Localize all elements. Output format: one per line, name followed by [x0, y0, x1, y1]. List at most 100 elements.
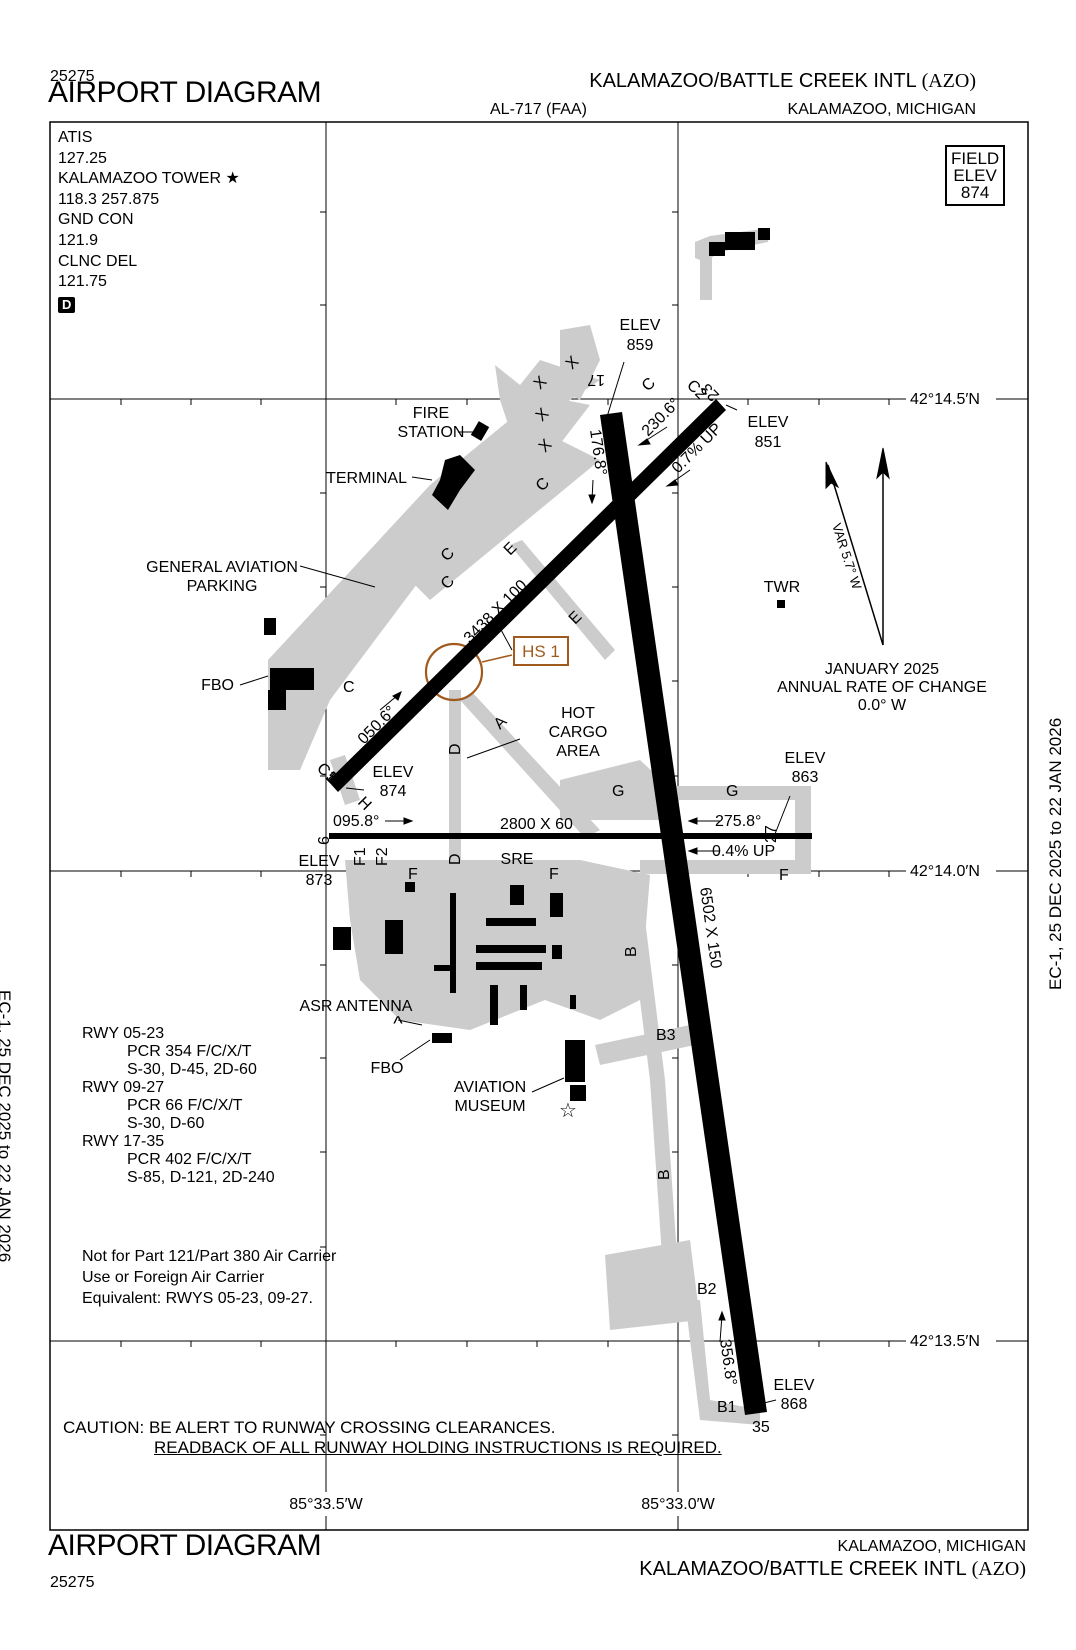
gnd-freq: 121.9	[58, 231, 99, 249]
hdg-230: 230.6°	[639, 395, 684, 440]
twy-g-1: G	[612, 783, 624, 800]
twy-d-1: D	[447, 743, 464, 755]
elev-873-label: ELEV	[299, 853, 340, 870]
pcn-rwy-1: RWY 05-23	[82, 1025, 165, 1042]
pcn-rwy-3-weights: S-85, D-121, 2D-240	[127, 1169, 275, 1186]
pcn-rwy-2-weights: S-30, D-60	[127, 1115, 205, 1132]
air-carrier-note: Not for Part 121/Part 380 Air Carrier Us…	[82, 1246, 336, 1309]
note-line-3: Equivalent: RWYS 05-23, 09-27.	[82, 1290, 313, 1307]
elev-859-label: ELEV	[620, 317, 661, 334]
leader-lines	[239, 361, 791, 1405]
field-elev-line2: ELEV	[953, 166, 997, 185]
variation-rate-line: ANNUAL RATE OF CHANGE	[777, 679, 987, 696]
hot-spot-label: HS 1	[522, 642, 560, 661]
twy-f1: F1	[352, 847, 369, 866]
caution-line-2: READBACK OF ALL RUNWAY HOLDING INSTRUCTI…	[154, 1438, 722, 1457]
variation-date: JANUARY 2025	[825, 661, 939, 678]
variation-rate-value: 0.0° W	[858, 697, 907, 714]
airport-id-bottom: (AZO)	[971, 1558, 1026, 1580]
hot-cargo-label-1: HOT	[561, 705, 595, 722]
fire-station-label-2: STATION	[398, 424, 465, 441]
cargo-building-1	[709, 242, 725, 256]
twr-label: TWR	[764, 579, 800, 596]
fbo-2-building	[432, 1033, 452, 1043]
taxiway-c-strip	[410, 430, 600, 600]
hangar-east-1	[550, 893, 563, 917]
airport-name-text: KALAMAZOO/BATTLE CREEK INTL	[589, 70, 916, 92]
museum-star-icon: ☆	[559, 1100, 577, 1122]
twy-b-1: B	[623, 946, 640, 957]
elev-874-value: 874	[380, 783, 407, 800]
field-elev-line1: FIELD	[951, 149, 1000, 168]
hot-spot-circle	[424, 642, 484, 702]
rwy-end-9: 9	[314, 836, 331, 845]
hot-spot-box	[513, 636, 569, 666]
elev-859-value: 859	[627, 337, 654, 354]
hangar-row-1	[450, 893, 456, 993]
note-line-1: Not for Part 121/Part 380 Air Carrier	[82, 1248, 337, 1265]
museum-annex	[570, 1085, 586, 1101]
fbo-annex	[268, 690, 286, 710]
field-elev-value: 874	[960, 183, 990, 202]
volume-number-top: 25275	[50, 68, 95, 85]
location-bottom: KALAMAZOO, MICHIGAN	[837, 1538, 1026, 1555]
museum-label-1: AVIATION	[454, 1079, 526, 1096]
twy-g-2: G	[726, 783, 738, 800]
fbo-label-1: FBO	[201, 677, 234, 694]
hangar-col-1	[490, 985, 498, 1025]
note-line-2: Use or Foreign Air Carrier	[82, 1269, 265, 1286]
hdg-176: 176.8°	[586, 428, 609, 476]
twy-f-a: F	[408, 866, 418, 883]
museum-building	[565, 1040, 585, 1082]
hot-cargo-label-2: CARGO	[549, 724, 608, 741]
museum-label-2: MUSEUM	[454, 1098, 525, 1115]
fbo-label-2: FBO	[371, 1060, 404, 1077]
hdg-095: 095.8°	[333, 813, 379, 830]
ga-parking-label-1: GENERAL AVIATION	[146, 559, 298, 576]
hangar-row-2	[486, 918, 536, 926]
frequency-block: ATIS 127.25 KALAMAZOO TOWER ★ 118.3 257.…	[58, 128, 240, 315]
lat-label-2: 42°14.0′N	[910, 863, 980, 880]
slope-9-27: 0.4% UP	[712, 843, 775, 860]
hangar-row-3	[476, 945, 546, 953]
ga-hangar-1	[264, 618, 276, 635]
atis-freq: 127.25	[58, 149, 107, 167]
taxiway-e	[510, 540, 615, 660]
twy-f-c: F	[779, 867, 789, 884]
airport-name-top: KALAMAZOO/BATTLE CREEK INTL (AZO)	[589, 70, 976, 92]
hangar-west-2	[385, 920, 403, 954]
clnc-freq: 121.75	[58, 273, 107, 291]
class-d-badge: D	[58, 296, 76, 313]
hot-cargo-label-3: AREA	[556, 743, 600, 760]
hangar-west-1	[333, 927, 351, 950]
twr-building	[777, 600, 785, 608]
asr-antenna-icon: ^	[393, 1013, 403, 1035]
lat-label-1: 42°14.5′N	[910, 391, 980, 408]
right-side-effective-dates: EC-1, 25 DEC 2025 to 22 JAN 2026	[1046, 717, 1065, 990]
pcn-rwy-2-pcr: PCR 66 F/C/X/T	[127, 1097, 243, 1114]
taxiway-g-east	[795, 786, 811, 874]
runway-9-27	[329, 833, 812, 839]
north-connector	[700, 258, 712, 300]
taxiway-d	[449, 690, 461, 870]
hot-spot-leader	[481, 654, 513, 663]
north-arrow	[825, 447, 890, 646]
direction-arrows	[379, 426, 726, 1343]
rwy-end-17: 17	[587, 371, 605, 388]
rwy-9-27-dims: 2800 X 60	[500, 816, 573, 833]
diagram-frame	[49, 121, 1029, 1531]
airport-name-bottom: KALAMAZOO/BATTLE CREEK INTL (AZO)	[639, 1558, 1026, 1580]
twy-b-2: B	[656, 1169, 673, 1180]
var-label: VAR 5.7° W	[829, 521, 865, 592]
clnc-label: CLNC DEL	[58, 252, 138, 270]
rwy-end-35: 35	[752, 1419, 770, 1436]
runway-17-35	[600, 412, 767, 1415]
hangar-col-2	[520, 985, 527, 1010]
twy-c-5: C	[343, 679, 355, 696]
tower-label: KALAMAZOO TOWER ★	[58, 170, 240, 188]
buildings	[264, 228, 785, 1101]
twy-b2: B2	[697, 1281, 717, 1298]
lon-label-2: 85°33.0′W	[641, 1496, 715, 1513]
tower-freq: 118.3 257.875	[58, 190, 160, 208]
